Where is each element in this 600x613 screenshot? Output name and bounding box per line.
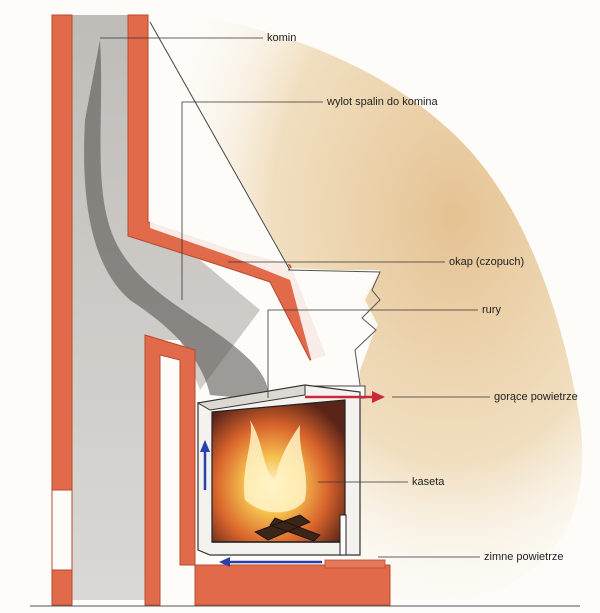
- logs: [254, 514, 321, 542]
- chimney-left-wall: [51, 14, 73, 606]
- hearth-base: [194, 564, 391, 606]
- hood-molding: [287, 269, 381, 386]
- cold-air-arrow-head: [219, 557, 230, 567]
- label-rury: rury: [482, 304, 501, 316]
- hot-air-arrow-head: [372, 391, 385, 403]
- rising-air-arrow-head: [200, 440, 210, 452]
- hood-edge-line: [149, 21, 291, 271]
- flame-highlights: [243, 420, 307, 513]
- label-wylot-spalin: wylot spalin do komina: [327, 96, 438, 108]
- cassette-handle: [339, 514, 347, 556]
- label-okap: okap (czopuch): [449, 256, 525, 268]
- label-komin: komin: [267, 32, 297, 44]
- chimney-left-wall-gap: [51, 489, 73, 571]
- hood-face: [150, 22, 380, 385]
- hearth-base-top: [324, 559, 386, 569]
- label-kaseta: kaseta: [412, 476, 445, 488]
- label-gorace-powietrze: gorące powietrze: [494, 391, 578, 403]
- leader-rury: [267, 309, 478, 398]
- leader-wylot: [181, 101, 323, 300]
- hearth-left-wall: [144, 334, 196, 606]
- cassette-top-panel: [196, 384, 306, 411]
- smoke-trail: [84, 40, 268, 400]
- label-zimne-powietrze: zimne powietrze: [484, 551, 564, 563]
